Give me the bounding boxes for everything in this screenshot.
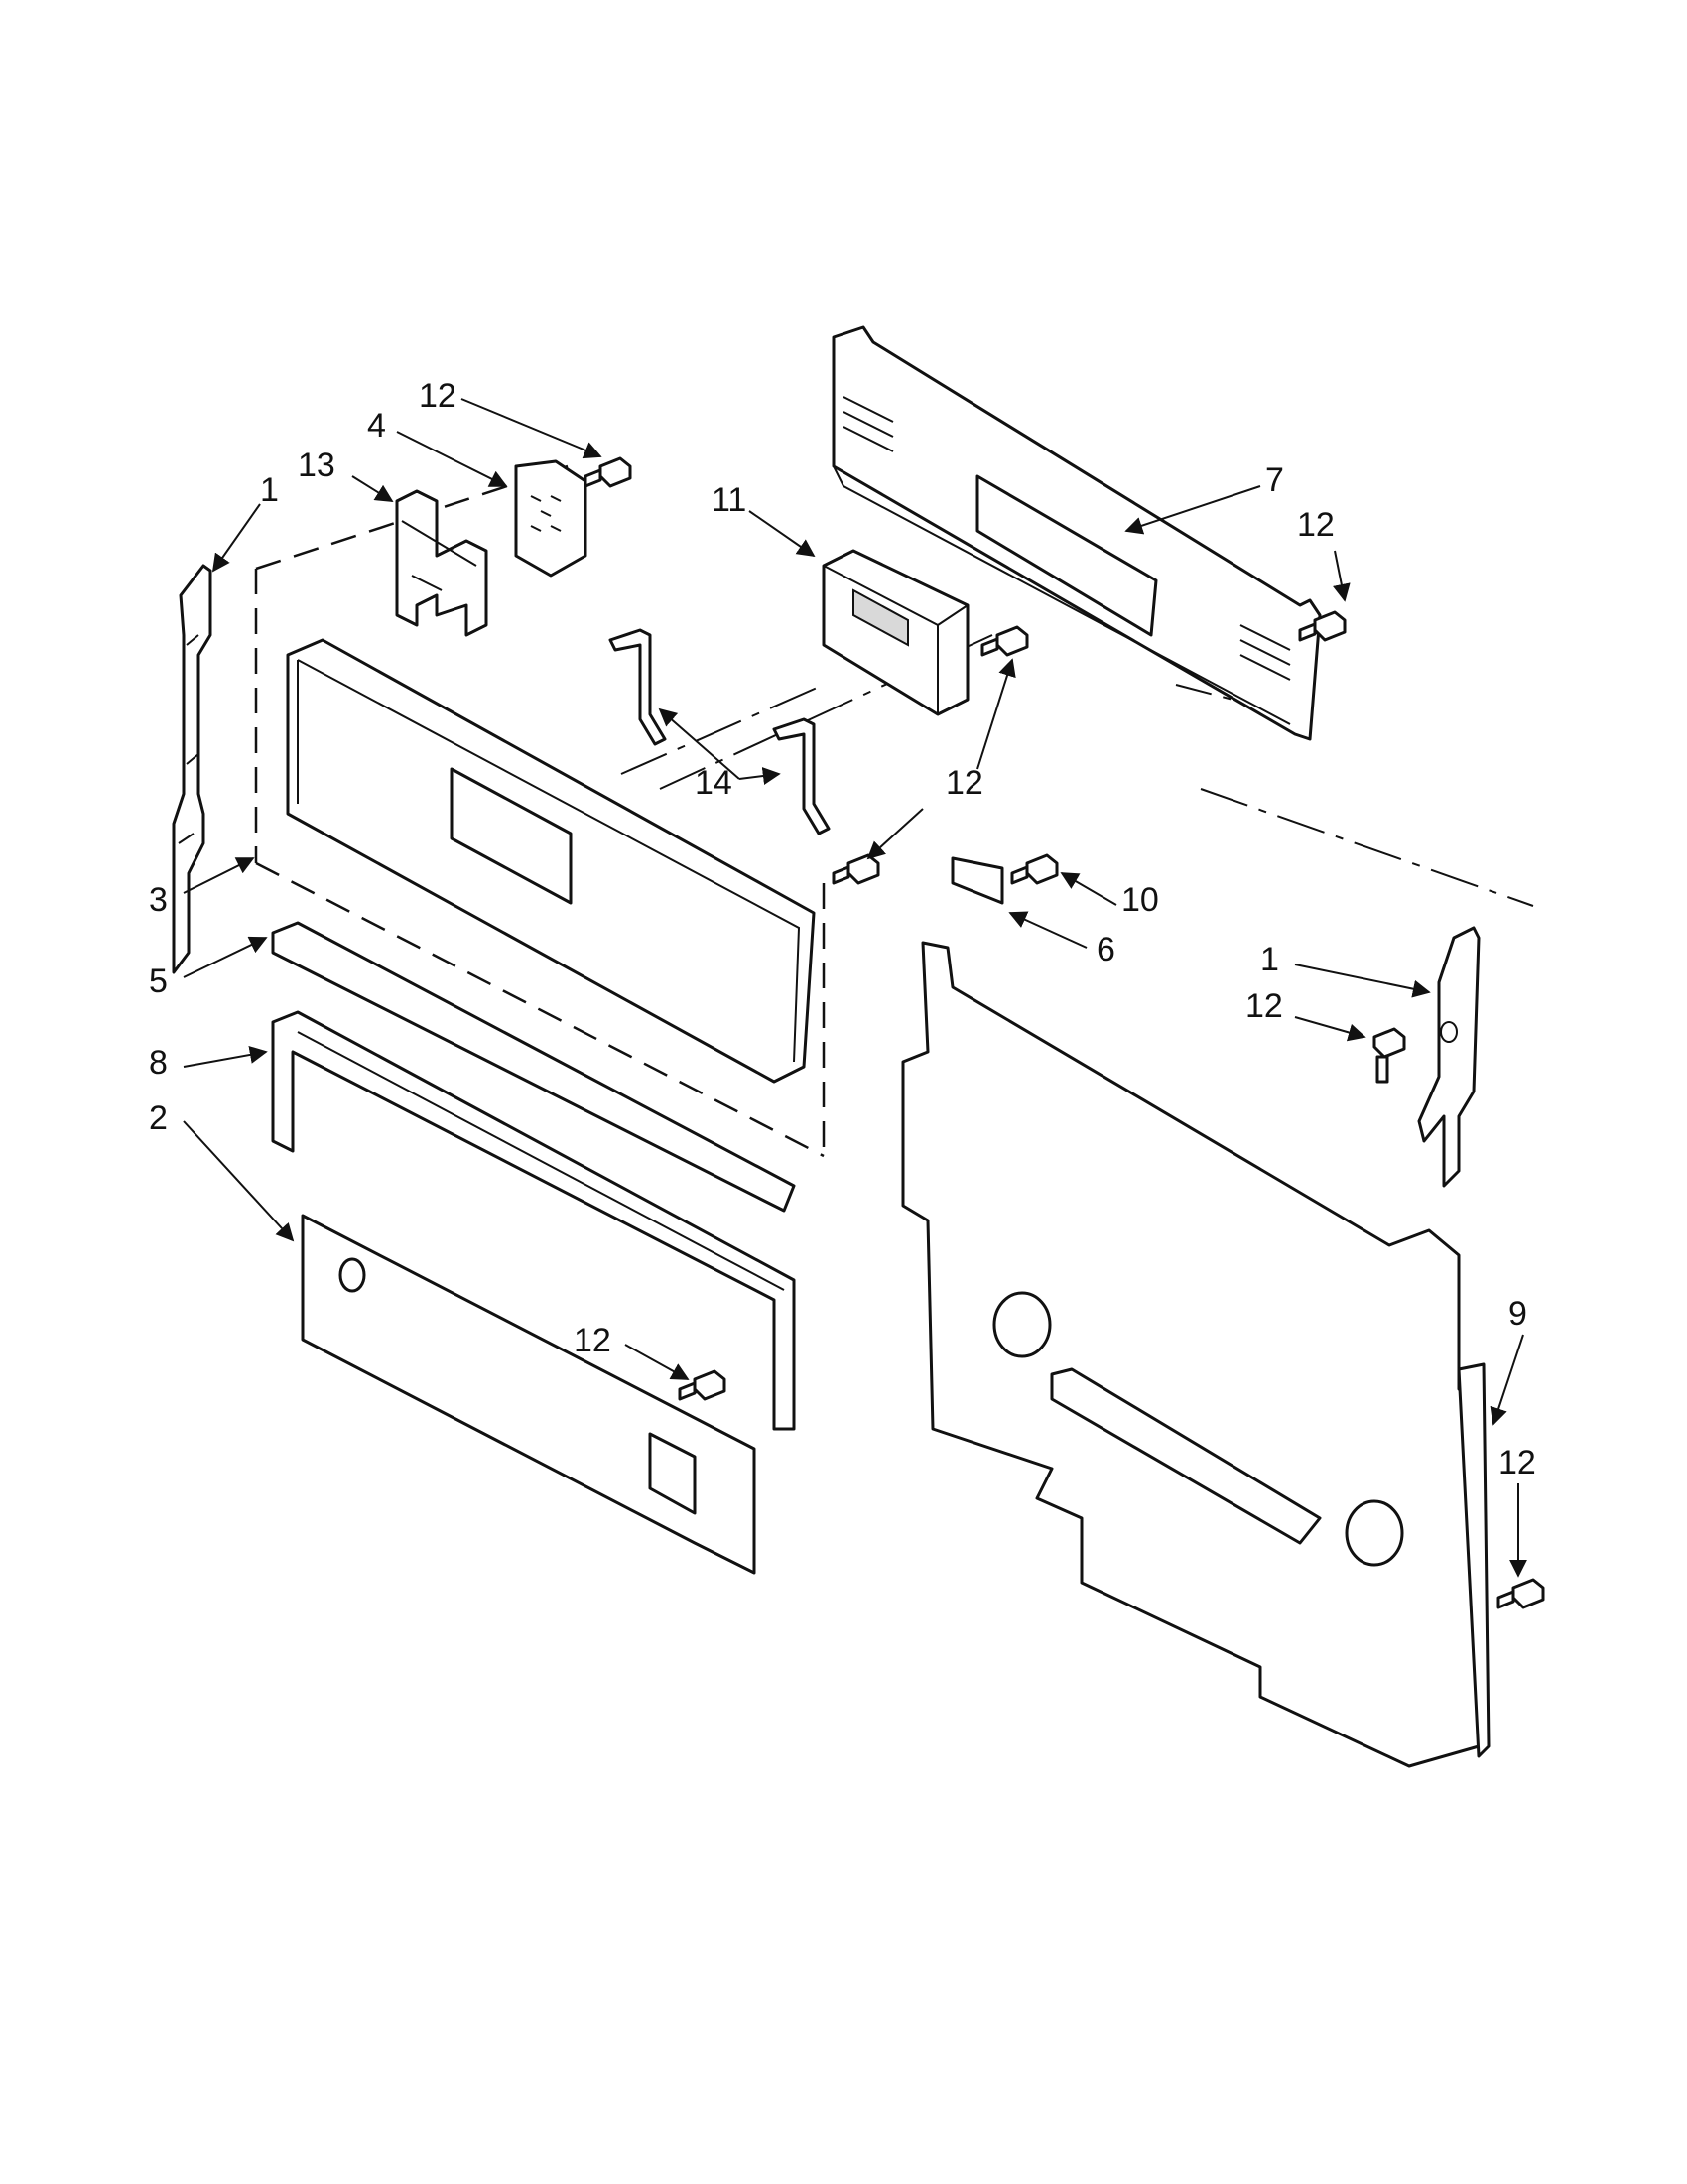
clip-6 [951, 856, 1004, 905]
callout-12: 12 [419, 377, 456, 415]
callout-12: 12 [574, 1322, 611, 1359]
screw-12-a [584, 456, 632, 488]
bracket-14b [772, 717, 831, 835]
callout-12: 12 [1297, 506, 1335, 544]
callout-4: 4 [367, 407, 386, 445]
callout-6: 6 [1097, 931, 1115, 968]
screw-10 [1010, 853, 1059, 885]
control-panel-3 [286, 638, 816, 1084]
callout-12: 12 [1498, 1444, 1536, 1481]
vent-panel-7 [832, 325, 1322, 741]
screw-12-f [678, 1369, 726, 1401]
callout-13: 13 [298, 447, 335, 484]
panel-2 [301, 1214, 756, 1575]
callout-14: 14 [695, 764, 732, 802]
callout-2: 2 [149, 1099, 168, 1137]
screw-12-c [980, 625, 1029, 657]
control-module-11 [822, 549, 970, 716]
side-bracket-right [1417, 926, 1481, 1188]
callout-3: 3 [149, 881, 168, 919]
screw-12-g [1496, 1578, 1545, 1609]
callout-1: 1 [1260, 941, 1279, 978]
screw-12-e [1372, 1027, 1406, 1084]
callout-12: 12 [1245, 987, 1283, 1025]
side-bracket-left [172, 564, 212, 974]
callout-1: 1 [260, 471, 279, 509]
bracket-14a [608, 628, 667, 746]
callout-11: 11 [712, 481, 746, 519]
frame-8 [271, 1010, 796, 1431]
trim-5 [271, 921, 796, 1213]
alignment-lines [620, 634, 1534, 907]
screw-12-d [832, 853, 880, 885]
callout-9: 9 [1508, 1295, 1527, 1333]
callout-5: 5 [149, 963, 168, 1000]
screw-12-b [1298, 610, 1347, 642]
bracket-13 [395, 489, 488, 637]
callout-7: 7 [1265, 461, 1284, 499]
board-4 [514, 459, 587, 578]
callout-10: 10 [1121, 881, 1159, 919]
callout-12: 12 [946, 764, 983, 802]
callout-8: 8 [149, 1044, 168, 1082]
leader-lines [183, 398, 1527, 1578]
side-panel-9 [901, 941, 1491, 1768]
